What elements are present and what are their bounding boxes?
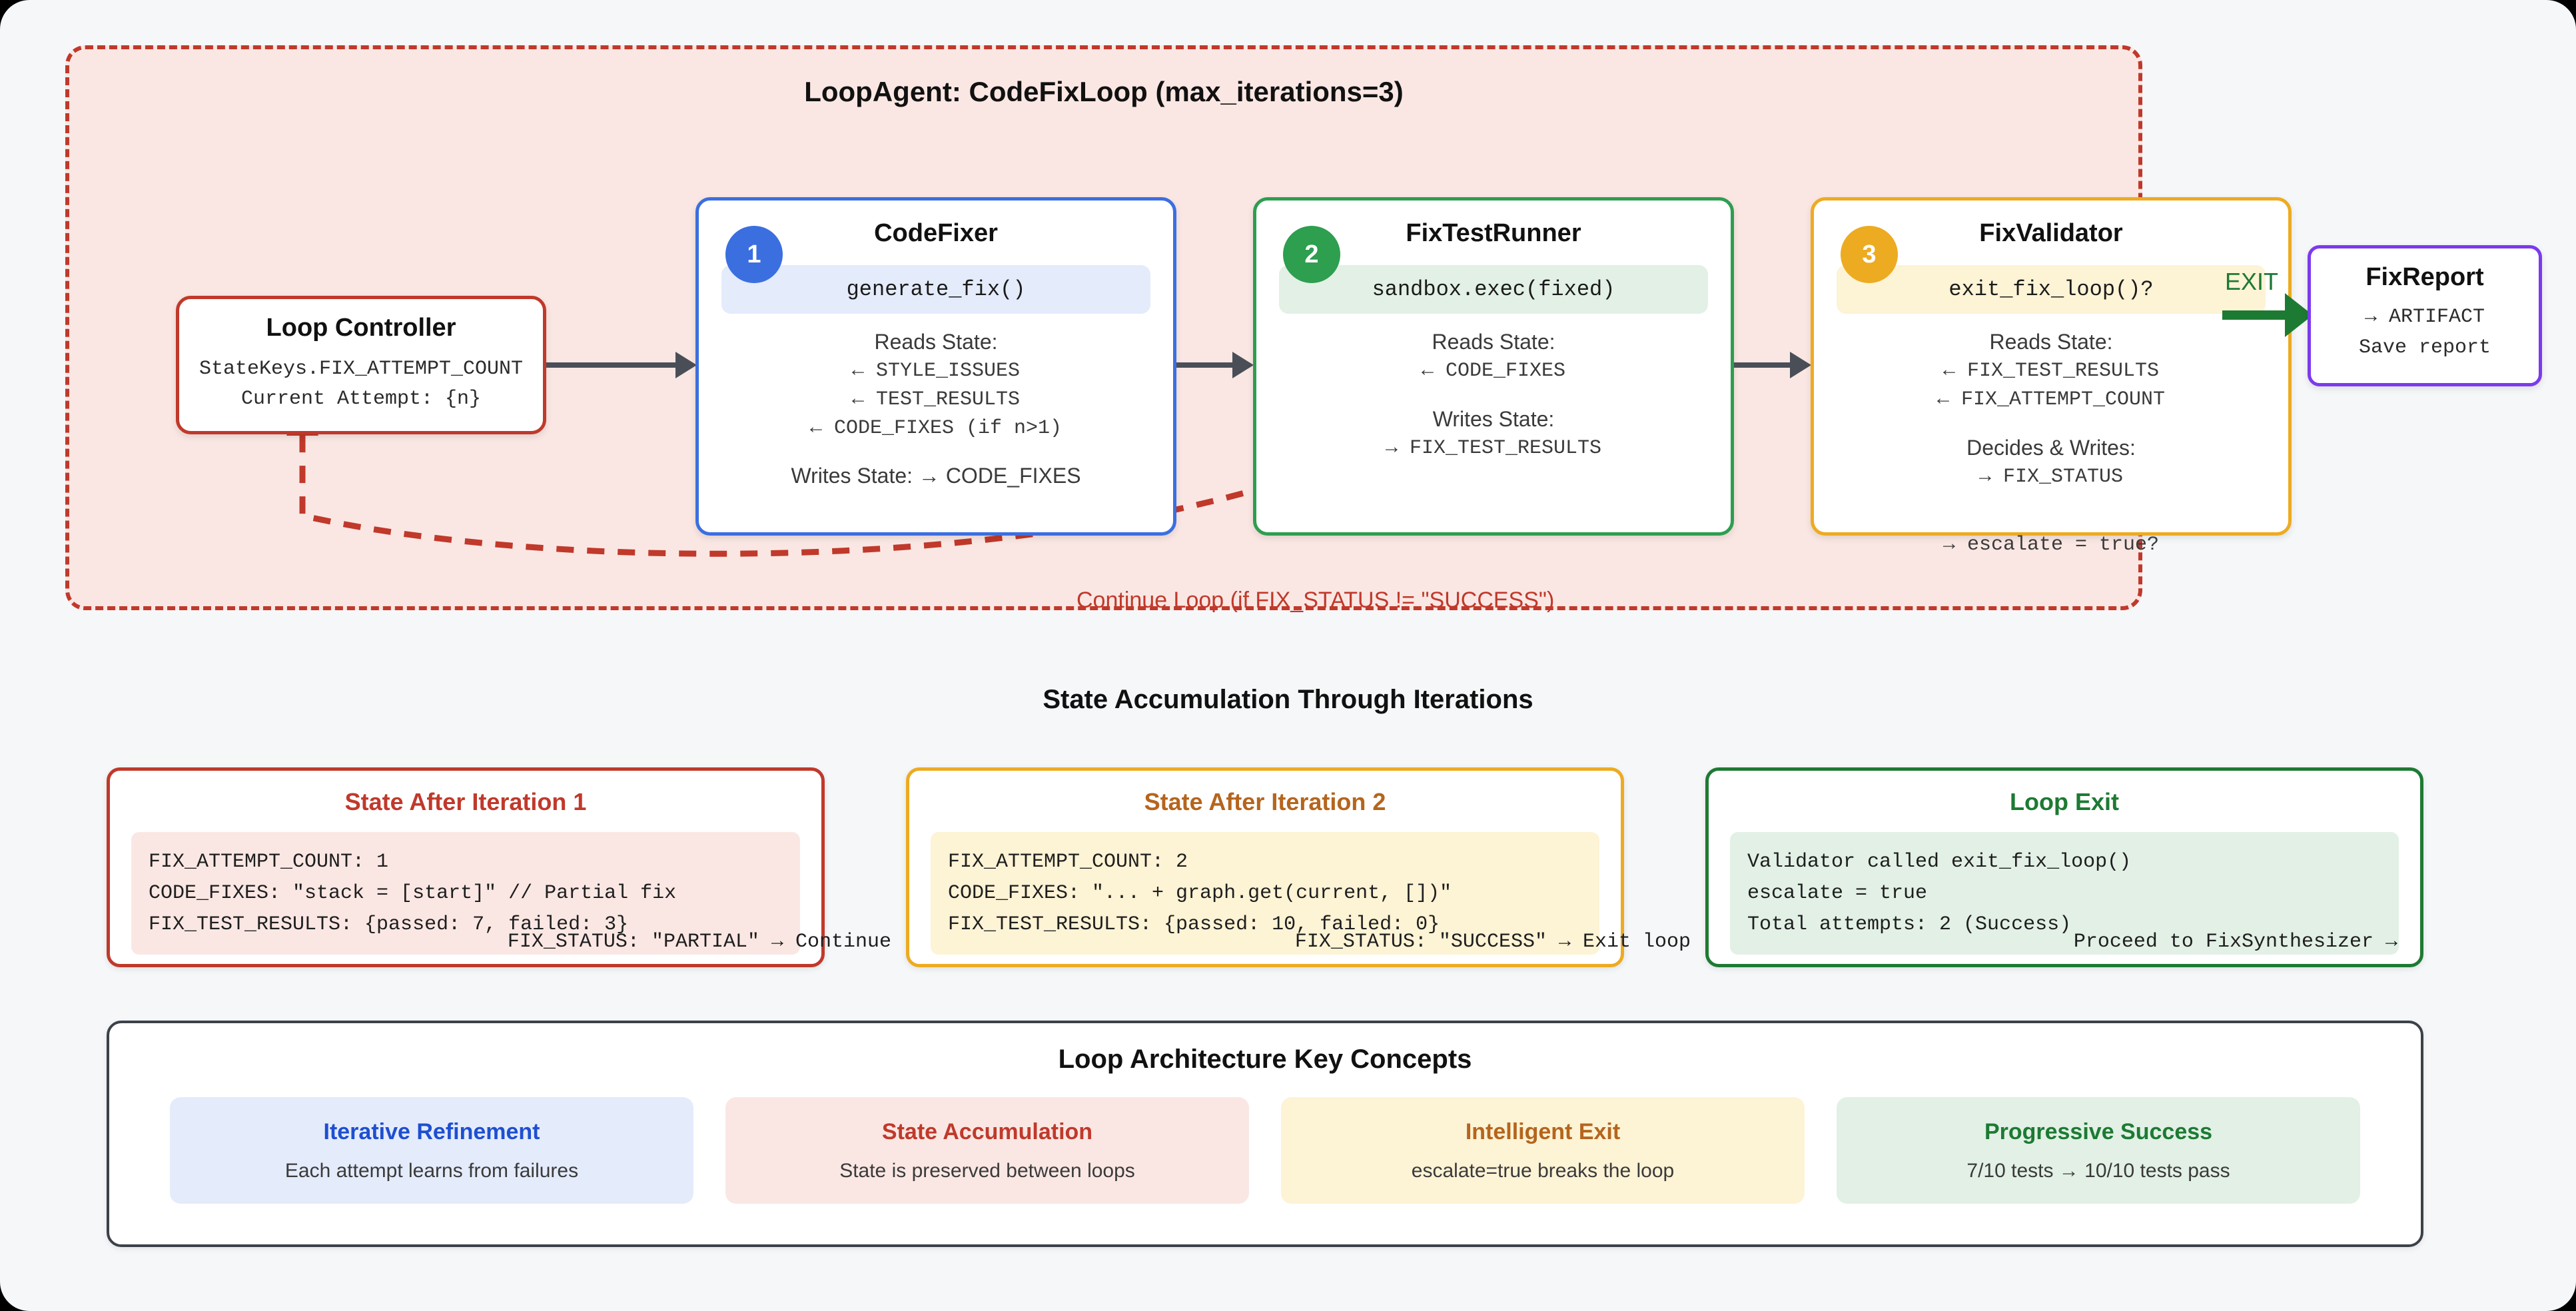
arrow-codefixer-to-testrunner: [1176, 352, 1254, 378]
continue-loop-label: Continue Loop (if FIX_STATUS != "SUCCESS…: [1076, 588, 1555, 613]
reads-state-item: ← CODE_FIXES: [1421, 360, 1566, 383]
concept-card-iterative-refinement: Iterative Refinement Each attempt learns…: [170, 1097, 693, 1204]
arrow-testrunner-to-validator: [1734, 352, 1811, 378]
key-concepts-panel: Loop Architecture Key Concepts Iterative…: [107, 1021, 2423, 1247]
node-fixvalidator-title: FixValidator: [1979, 219, 2123, 247]
concept-title: State Accumulation: [881, 1118, 1093, 1144]
arrow-exit-to-fixreport: [2222, 293, 2313, 337]
state-card-iteration-1: State After Iteration 1 FIX_ATTEMPT_COUN…: [107, 767, 891, 967]
node-codefixer-method-chip: generate_fix(): [721, 265, 1150, 314]
reads-state-label: Reads State:: [1432, 330, 1555, 354]
concept-desc: escalate=true breaks the loop: [1411, 1159, 1675, 1182]
node-fixtestrunner[interactable]: 2 FixTestRunner sandbox.exec(fixed) Read…: [1253, 197, 1734, 536]
state-line: FIX_ATTEMPT_COUNT: 1: [149, 851, 389, 873]
arrow-controller-to-codefixer: [546, 352, 697, 378]
state-line: CODE_FIXES: "stack = [start]" // Partial…: [149, 881, 677, 905]
loop-title: LoopAgent: CodeFixLoop (max_iterations=3…: [804, 76, 1404, 107]
loop-controller-title: Loop Controller: [266, 314, 456, 342]
concept-card-progressive-success: Progressive Success 7/10 tests → 10/10 t…: [1837, 1097, 2360, 1204]
state-card-title: State After Iteration 2: [1144, 788, 1386, 815]
state-card-title: Loop Exit: [2010, 788, 2119, 815]
concept-card-intelligent-exit: Intelligent Exit escalate=true breaks th…: [1281, 1097, 1805, 1204]
key-concepts-row: Iterative Refinement Each attempt learns…: [109, 1097, 2421, 1204]
state-card-title: State After Iteration 1: [344, 788, 587, 815]
state-card-body: FIX_ATTEMPT_COUNT: 2 CODE_FIXES: "... + …: [931, 832, 1599, 955]
concept-title: Intelligent Exit: [1465, 1118, 1621, 1144]
reads-state-item: ← CODE_FIXES (if n>1): [809, 416, 1063, 440]
state-line: FIX_ATTEMPT_COUNT: 2: [948, 851, 1188, 873]
state-card-footer: FIX_STATUS: "SUCCESS" → Exit loop: [1294, 931, 1691, 953]
state-card-body: Validator called exit_fix_loop() escalat…: [1730, 832, 2399, 955]
reads-state-item: ← TEST_RESULTS: [851, 388, 1021, 412]
fixreport-save: Save report: [2358, 336, 2491, 359]
node-codefixer[interactable]: 1 CodeFixer generate_fix() Reads State: …: [695, 197, 1176, 536]
escalate-overflow-text: → escalate = true?: [1942, 534, 2160, 556]
loop-controller-statekey: StateKeys.FIX_ATTEMPT_COUNT: [199, 358, 524, 380]
key-concepts-heading: Loop Architecture Key Concepts: [1058, 1045, 1472, 1074]
step-number-badge: 3: [1841, 226, 1898, 283]
node-fixreport[interactable]: FixReport → ARTIFACT Save report: [2308, 245, 2542, 386]
reads-state-item: ← STYLE_ISSUES: [851, 360, 1021, 383]
state-card-footer: FIX_STATUS: "PARTIAL" → Continue: [507, 931, 891, 953]
node-codefixer-title: CodeFixer: [874, 219, 998, 247]
loop-agent-container: LoopAgent: CodeFixLoop (max_iterations=3…: [65, 45, 2292, 613]
node-fixvalidator-method-chip: exit_fix_loop()?: [1837, 265, 2266, 314]
writes-state-item: → FIX_STATUS: [1978, 466, 2124, 489]
concept-desc: 7/10 tests → 10/10 tests pass: [1966, 1159, 2230, 1182]
concept-desc: Each attempt learns from failures: [284, 1159, 579, 1182]
concept-title: Progressive Success: [1984, 1118, 2213, 1144]
state-line: CODE_FIXES: "... + graph.get(current, []…: [948, 881, 1452, 905]
node-fixvalidator[interactable]: 3 FixValidator exit_fix_loop()? Reads St…: [1811, 197, 2292, 556]
concept-card-state-accumulation: State Accumulation State is preserved be…: [725, 1097, 1249, 1204]
node-fixtestrunner-method-chip: sandbox.exec(fixed): [1279, 265, 1708, 314]
state-card-iteration-2: State After Iteration 2 FIX_ATTEMPT_COUN…: [906, 767, 1691, 967]
node-fixreport-title: FixReport: [2365, 263, 2484, 291]
state-line: Validator called exit_fix_loop(): [1747, 851, 2132, 873]
node-fixtestrunner-title: FixTestRunner: [1406, 219, 1581, 247]
loop-controller-attempt: Current Attempt: {n}: [240, 388, 482, 410]
state-line: FIX_TEST_RESULTS: {passed: 10, failed: 0…: [948, 913, 1440, 936]
exit-label: EXIT: [2225, 268, 2279, 295]
state-card-body: FIX_ATTEMPT_COUNT: 1 CODE_FIXES: "stack …: [131, 832, 800, 955]
state-line: Total attempts: 2 (Success): [1747, 913, 2072, 936]
loop-controller-node[interactable]: Loop Controller StateKeys.FIX_ATTEMPT_CO…: [176, 296, 546, 434]
reads-state-item: ← FIX_TEST_RESULTS: [1942, 360, 2160, 383]
state-line: escalate = true: [1747, 881, 1928, 905]
concept-desc: State is preserved between loops: [839, 1159, 1135, 1182]
writes-state-label: Writes State:: [1432, 407, 1555, 432]
concept-title: Iterative Refinement: [323, 1118, 540, 1144]
fixreport-artifact: → ARTIFACT: [2364, 306, 2485, 328]
step-number-badge: 1: [725, 226, 783, 283]
state-card-footer: Proceed to FixSynthesizer →: [2073, 931, 2397, 953]
writes-state-item: → FIX_TEST_RESULTS: [1385, 437, 1602, 460]
step-number-badge: 2: [1283, 226, 1340, 283]
state-section-heading: State Accumulation Through Iterations: [1043, 685, 1533, 714]
decides-writes-label: Decides & Writes:: [1966, 435, 2136, 460]
writes-state-label: Writes State: → CODE_FIXES: [791, 464, 1081, 488]
reads-state-label: Reads State:: [874, 330, 998, 354]
state-line: FIX_TEST_RESULTS: {passed: 7, failed: 3}: [149, 913, 629, 936]
reads-state-label: Reads State:: [1989, 330, 2113, 354]
reads-state-item: ← FIX_ATTEMPT_COUNT: [1936, 388, 2166, 412]
state-card-loop-exit: Loop Exit Validator called exit_fix_loop…: [1705, 767, 2423, 967]
